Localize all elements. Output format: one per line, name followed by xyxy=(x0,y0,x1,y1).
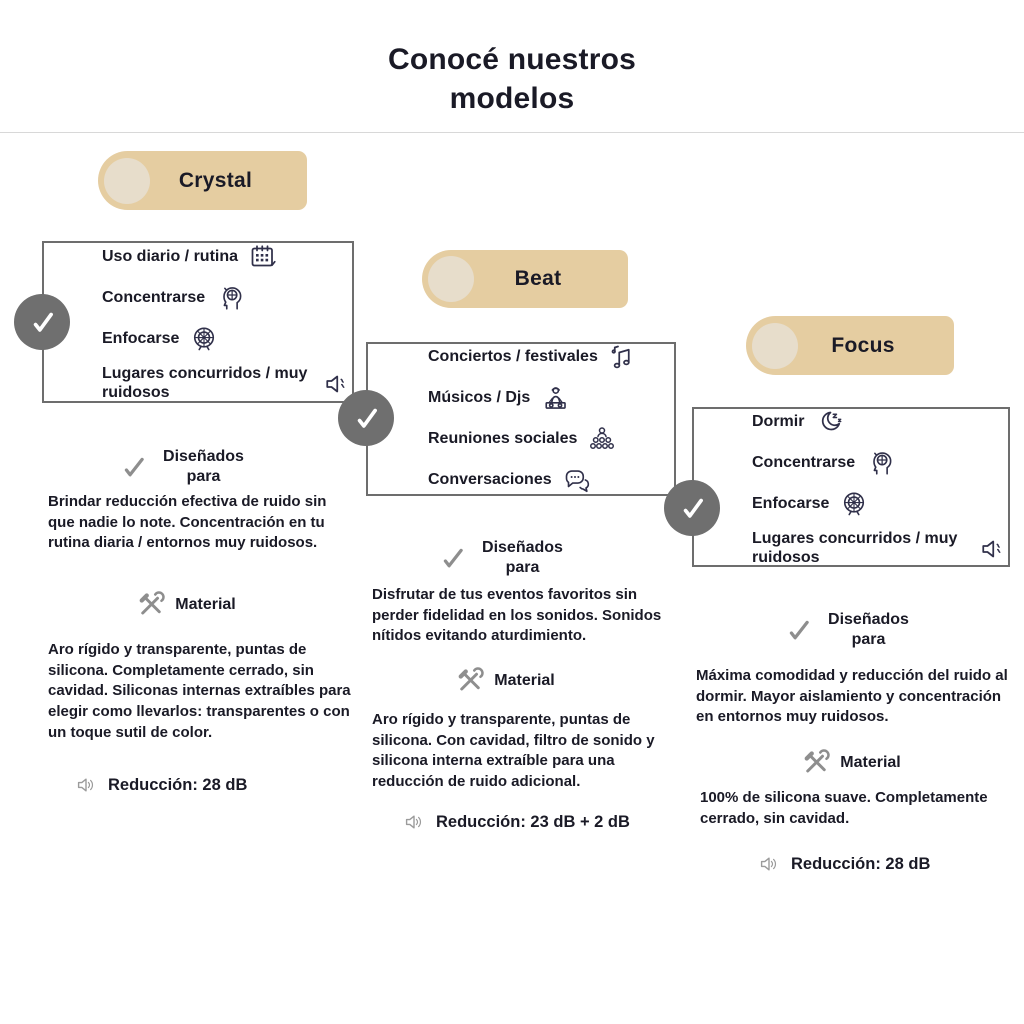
check-badge xyxy=(338,390,394,446)
loud-speaker-icon xyxy=(978,534,1008,564)
material-text: Aro rígido y transparente, puntas de sil… xyxy=(372,711,655,791)
use-case-row: Conversaciones xyxy=(428,466,674,496)
material-text: 100% de silicona suave. Completamente ce… xyxy=(700,789,988,827)
use-case-row: Lugares concurridos / muy ruidosos xyxy=(752,530,1008,567)
reduction-row: Reducción: 28 dB xyxy=(758,852,930,876)
designed-for-text: Disfrutar de tus eventos favoritos sin p… xyxy=(372,586,662,645)
use-case-label: Dormir xyxy=(752,412,805,430)
check-badge xyxy=(14,294,70,350)
use-case-row: Conciertos / festivales xyxy=(428,343,674,373)
designed-for-label: Diseñados para xyxy=(828,611,909,648)
model-pill-focus: Focus xyxy=(746,316,954,375)
use-case-label: Enfocarse xyxy=(102,329,180,347)
head-brain-icon xyxy=(215,283,245,313)
designed-for-text: Brindar reducción efectiva de ruido sin … xyxy=(48,493,327,552)
use-case-row: Concentrarse xyxy=(102,283,352,313)
model-name: Focus xyxy=(831,333,895,357)
use-case-label: Concentrarse xyxy=(102,288,206,306)
use-case-row: Músicos / Djs xyxy=(428,384,674,414)
use-case-row: Dormir xyxy=(752,407,1008,437)
calendar-icon xyxy=(248,242,278,272)
designed-for-label: Diseñados para xyxy=(163,448,244,485)
designed-for-header: Diseñados para xyxy=(350,538,660,578)
use-case-box-beat: Conciertos / festivales Músicos / Djs Re… xyxy=(366,342,676,496)
material-label: Material xyxy=(840,754,901,771)
divider-line xyxy=(0,132,1024,133)
material-header: Material xyxy=(692,748,1010,778)
speaker-wave-icon xyxy=(758,852,782,876)
check-icon xyxy=(786,617,812,643)
use-case-label: Concentrarse xyxy=(752,453,856,471)
model-pill-beat: Beat xyxy=(422,250,628,308)
use-case-label: Lugares concurridos / muy ruidosos xyxy=(752,530,958,566)
check-badge xyxy=(664,480,720,536)
head-brain-icon xyxy=(865,448,895,478)
use-case-box-focus: Dormir Concentrarse Enfocarse Lugares co… xyxy=(692,407,1010,567)
speaker-wave-icon xyxy=(75,773,99,797)
use-case-row: Enfocarse xyxy=(752,489,1008,519)
chat-bubbles-icon xyxy=(562,466,592,496)
pill-circle-decoration xyxy=(104,157,150,204)
check-icon xyxy=(121,454,147,480)
material-header: Material xyxy=(30,590,342,620)
brain-focus-icon xyxy=(189,324,219,354)
reduction-row: Reducción: 28 dB xyxy=(75,773,247,797)
music-notes-icon xyxy=(608,343,638,373)
tools-icon xyxy=(455,666,485,696)
use-case-row: Lugares concurridos / muy ruidosos xyxy=(102,365,352,402)
model-name: Beat xyxy=(514,267,562,290)
reduction-label: Reducción: 23 dB + 2 dB xyxy=(436,812,630,831)
use-case-label: Lugares concurridos / muy ruidosos xyxy=(102,365,308,401)
tools-icon xyxy=(801,748,831,778)
use-case-box-crystal: Uso diario / rutina Concentrarse Enfocar… xyxy=(42,241,354,403)
model-name: Crystal xyxy=(178,168,253,192)
material-label: Material xyxy=(175,596,236,613)
model-pill-crystal: Crystal xyxy=(98,151,307,210)
material-text: Aro rígido y transparente, puntas de sil… xyxy=(48,641,351,741)
speaker-wave-icon xyxy=(403,810,427,834)
dj-icon xyxy=(540,384,570,414)
use-case-label: Conversaciones xyxy=(428,471,552,489)
pill-circle-decoration xyxy=(428,256,474,302)
designed-for-header: Diseñados para xyxy=(30,447,342,487)
check-badge-icon xyxy=(351,403,381,433)
use-case-label: Enfocarse xyxy=(752,494,830,512)
reduction-label: Reducción: 28 dB xyxy=(791,854,931,873)
material-header: Material xyxy=(350,666,660,696)
designed-for-text: Máxima comodidad y reducción del ruido a… xyxy=(696,667,1008,726)
use-case-label: Uso diario / rutina xyxy=(102,247,239,265)
use-case-row: Concentrarse xyxy=(752,448,1008,478)
reduction-row: Reducción: 23 dB + 2 dB xyxy=(403,810,630,834)
reduction-label: Reducción: 28 dB xyxy=(108,775,248,794)
crowd-icon xyxy=(587,425,617,455)
page-title: Conocé nuestros modelos xyxy=(387,43,637,115)
pill-circle-decoration xyxy=(752,322,798,369)
moon-sleep-icon xyxy=(814,407,844,437)
use-case-row: Uso diario / rutina xyxy=(102,242,352,272)
tools-icon xyxy=(136,590,166,620)
check-icon xyxy=(440,545,466,571)
material-label: Material xyxy=(494,672,555,689)
loud-speaker-icon xyxy=(322,369,352,399)
designed-for-header: Diseñados para xyxy=(692,610,1010,650)
use-case-row: Reuniones sociales xyxy=(428,425,674,455)
designed-for-label: Diseñados para xyxy=(482,539,563,576)
use-case-label: Músicos / Djs xyxy=(428,389,531,407)
check-badge-icon xyxy=(677,493,707,523)
brain-focus-icon xyxy=(839,489,869,519)
use-case-label: Reuniones sociales xyxy=(428,430,578,448)
use-case-row: Enfocarse xyxy=(102,324,352,354)
use-case-label: Conciertos / festivales xyxy=(428,348,598,366)
check-badge-icon xyxy=(27,307,57,337)
